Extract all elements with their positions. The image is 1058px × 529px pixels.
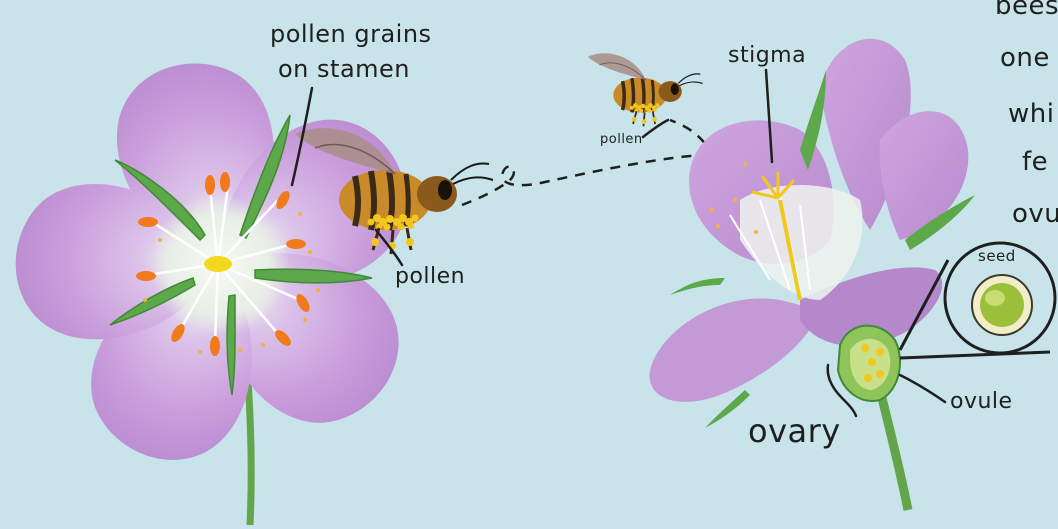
right-flower-stem	[880, 390, 908, 510]
side-text-line3: whi	[1008, 99, 1054, 129]
side-text-line5: ovu	[1012, 199, 1058, 229]
label-pollen-grains-line2: on stamen	[278, 55, 410, 83]
side-text-line4: fe	[1022, 147, 1048, 177]
left-flower	[13, 46, 436, 525]
label-pollen-grains-line1: pollen grains	[270, 20, 432, 48]
small-bee-icon	[588, 53, 703, 126]
label-pollen-small-bee: pollen	[600, 132, 643, 147]
label-seed: seed	[978, 247, 1016, 265]
left-flower-stigma	[204, 256, 232, 272]
side-text-line1: bees	[995, 0, 1058, 21]
label-ovule: ovule	[950, 389, 1013, 414]
side-text-line2: one	[1000, 43, 1050, 73]
label-stigma: stigma	[728, 43, 806, 68]
seed-icon	[972, 275, 1032, 335]
label-ovary: ovary	[748, 412, 841, 450]
label-pollen-big-bee: pollen	[395, 264, 465, 289]
